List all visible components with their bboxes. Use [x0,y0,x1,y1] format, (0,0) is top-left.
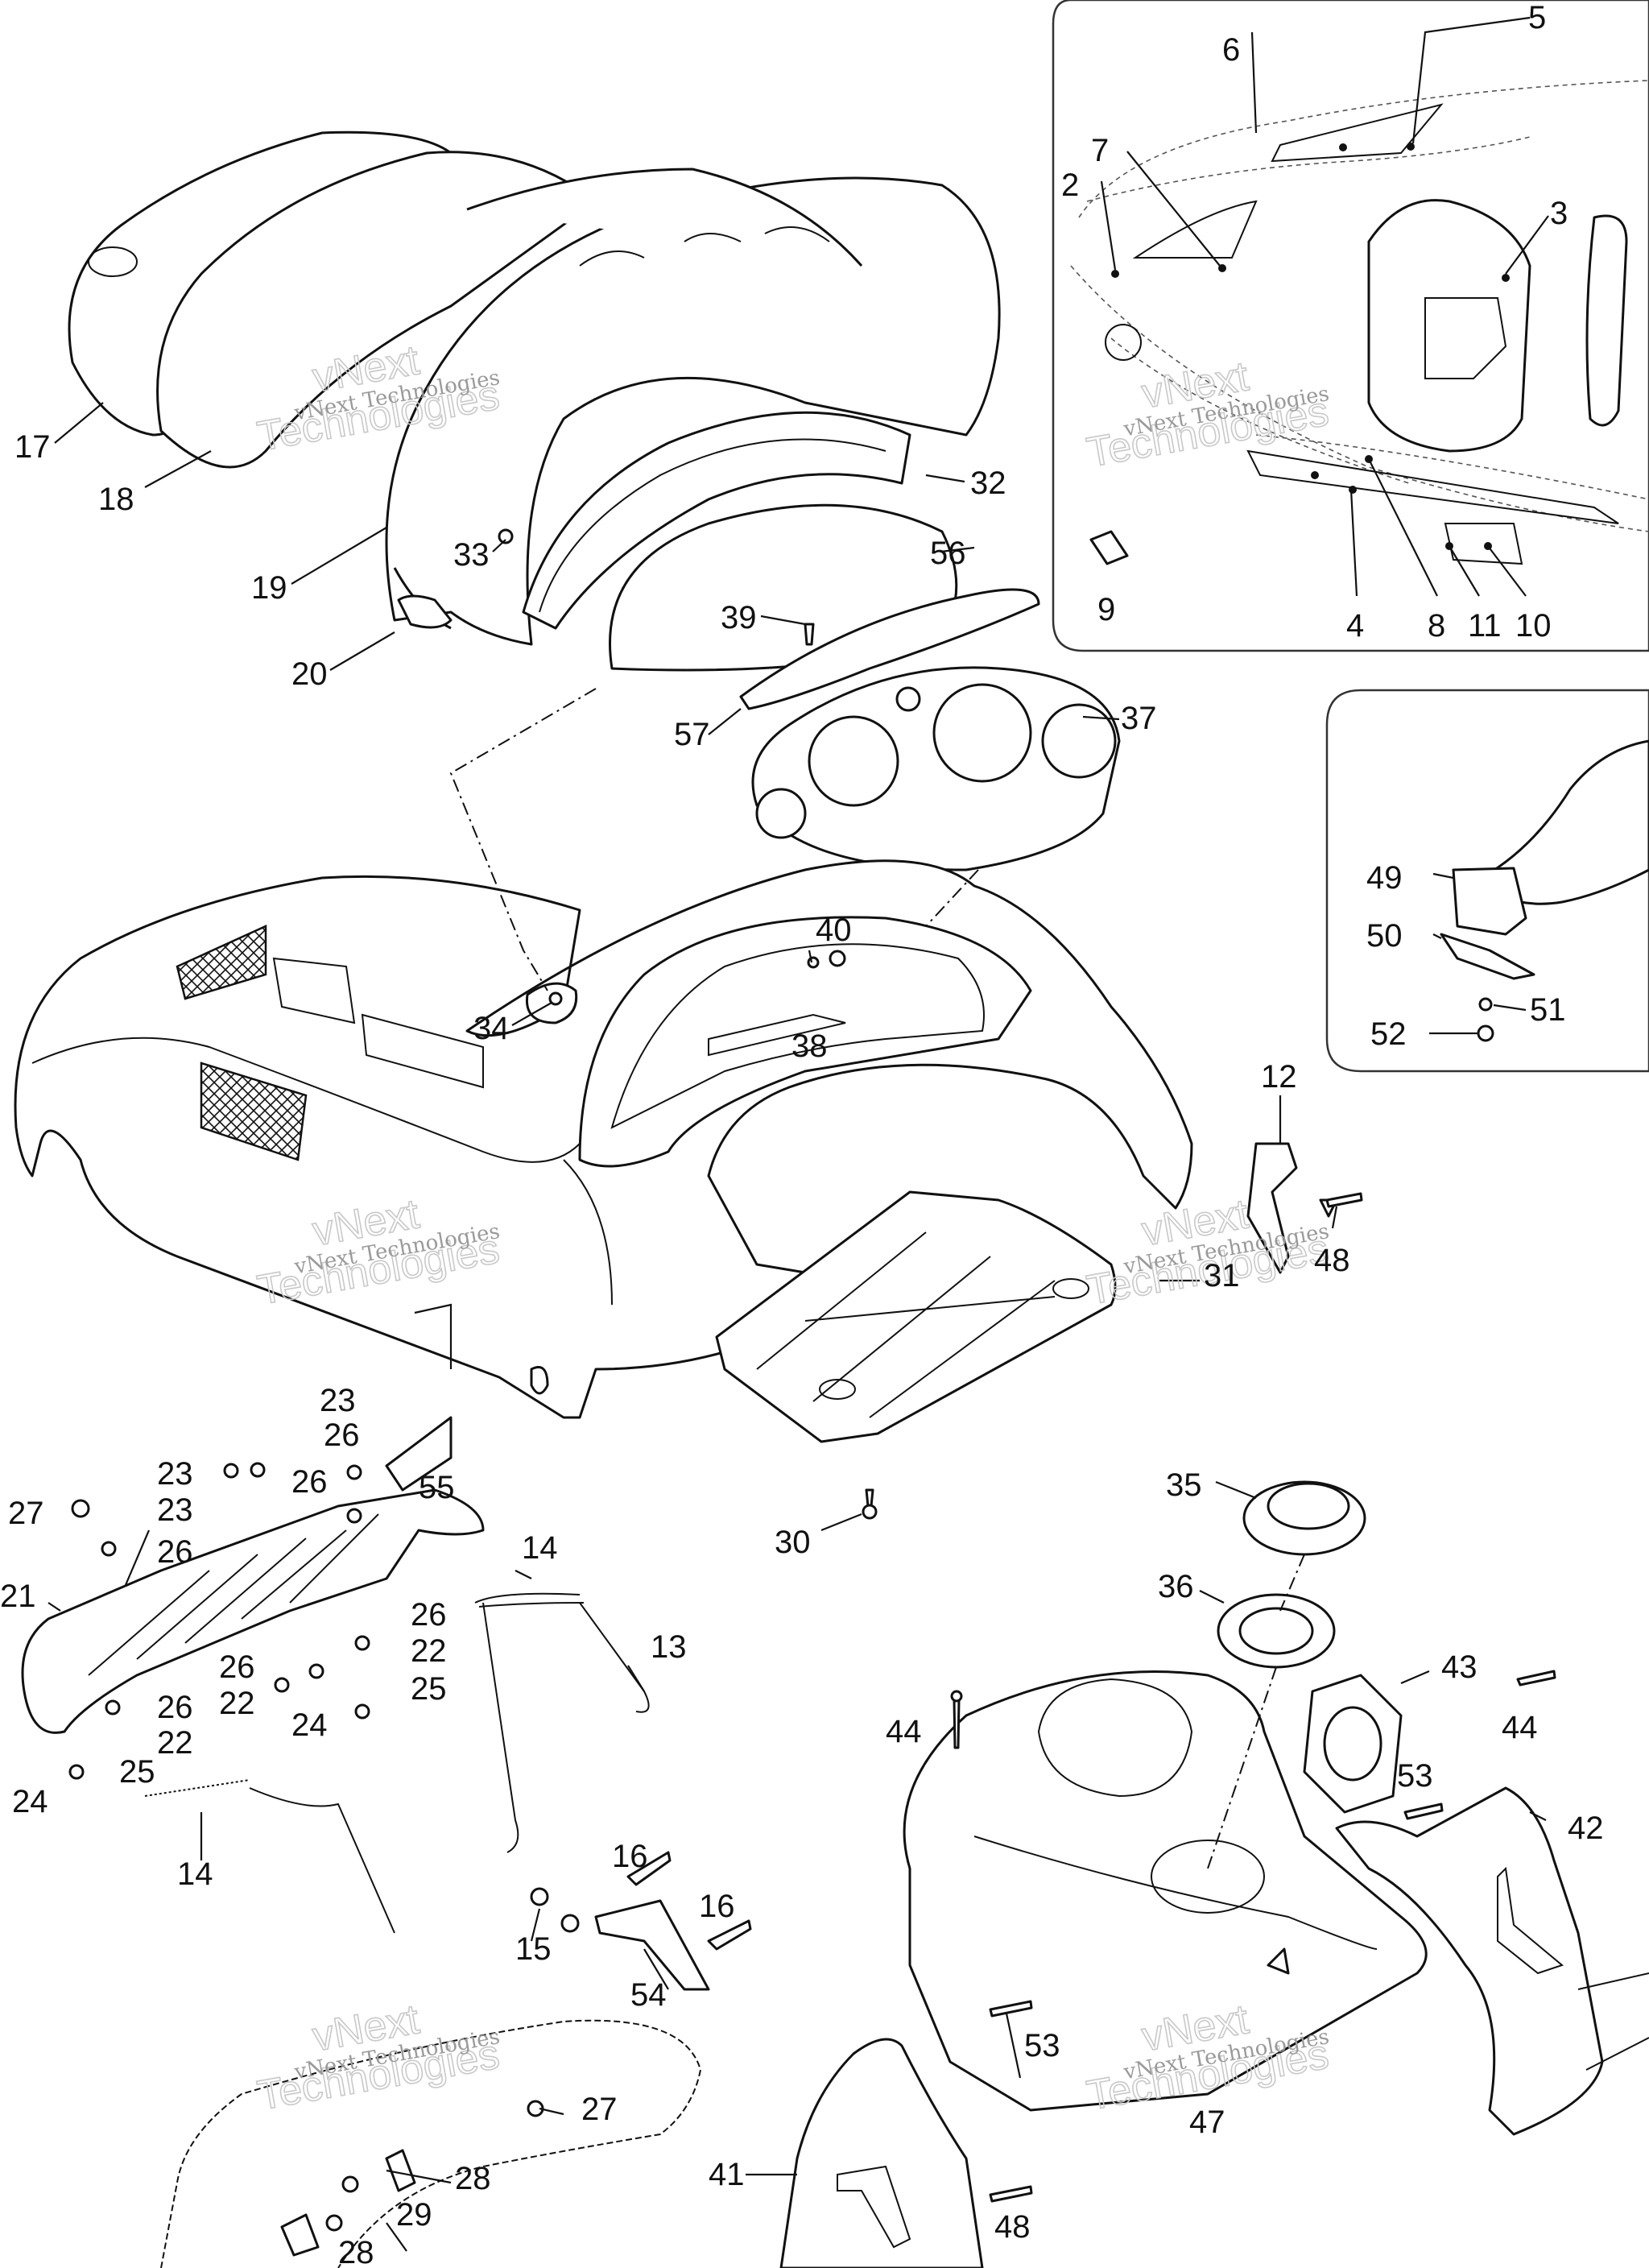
callout-26: 26 [219,1649,255,1685]
callout-13: 13 [651,1629,687,1665]
callout-54: 54 [630,1977,667,2013]
callout-30: 30 [775,1525,811,1560]
callout-48: 48 [994,2209,1031,2245]
callout-8: 8 [1428,608,1445,644]
callout-28: 28 [455,2161,491,2196]
callout-14: 14 [177,1856,213,1892]
callout-35: 35 [1166,1467,1202,1503]
side-panels-group [68,130,1001,646]
callout-26: 26 [291,1464,328,1500]
callout-47: 47 [1189,2105,1225,2140]
springs-cables [144,1592,752,1991]
callout-51: 51 [1530,992,1566,1028]
callout-34: 34 [473,1011,510,1046]
callout-26: 26 [324,1418,360,1453]
callout-25: 25 [411,1671,447,1707]
callout-22: 22 [219,1686,255,1721]
callout-43: 43 [1441,1649,1477,1685]
callout-19: 19 [251,570,287,606]
gauge-housing-group [522,411,1121,871]
callout-28: 28 [338,2235,374,2268]
callout-16: 16 [612,1839,648,1874]
callout-16: 16 [699,1889,735,1924]
callout-32: 32 [970,466,1006,501]
bumper-part [160,2019,702,2268]
callout-36: 36 [1158,1569,1194,1604]
callout-6: 6 [1222,32,1240,68]
callout-56: 56 [930,536,966,571]
callout-18: 18 [98,482,134,517]
callout-53: 53 [1024,2028,1060,2063]
callout-26: 26 [411,1597,447,1633]
callout-39: 39 [721,600,757,635]
callout-2: 2 [1061,168,1079,203]
callout-7: 7 [1091,133,1109,168]
callout-23: 23 [157,1456,193,1492]
callout-37: 37 [1121,701,1157,736]
callout-5: 5 [1528,0,1546,35]
callout-25: 25 [119,1754,155,1790]
callout-52: 52 [1370,1016,1407,1052]
callout-9: 9 [1097,592,1115,627]
callout-17: 17 [14,429,51,465]
callout-15: 15 [515,1931,552,1967]
callout-49: 49 [1366,860,1403,896]
callout-42: 42 [1568,1811,1604,1846]
callout-23: 23 [157,1492,193,1528]
callout-31: 31 [1204,1258,1240,1293]
inset-panel-decals [1052,0,1649,652]
callout-29: 29 [396,2197,432,2233]
callout-21: 21 [0,1579,36,1614]
callout-40: 40 [816,913,852,948]
front-hood-body [14,859,1193,1419]
callout-33: 33 [453,537,490,573]
callout-labels: 17 18 19 20 33 32 56 39 57 37 34 40 38 1… [0,0,1604,2268]
callout-48: 48 [1314,1243,1350,1278]
watermark-5: vNext Technologies vNext Technologies [254,1995,504,2120]
callout-41: 41 [709,2157,745,2192]
callout-38: 38 [791,1028,828,1064]
watermark-4: vNext Technologies vNext Technologies [1083,1190,1333,1314]
callout-22: 22 [157,1725,193,1761]
console-parts [779,1192,1649,2268]
callout-44: 44 [1502,1710,1538,1745]
callout-53: 53 [1397,1758,1433,1794]
callout-22: 22 [411,1633,447,1669]
tray-part [715,1142,1338,1520]
callout-26: 26 [157,1690,193,1725]
callout-23: 23 [320,1383,356,1418]
callout-14: 14 [522,1530,558,1566]
callout-4: 4 [1346,608,1364,644]
callout-24: 24 [12,1784,48,1819]
guide-lines [449,688,1305,1869]
callout-55: 55 [419,1470,455,1505]
brace-part [21,1416,485,1780]
callout-10: 10 [1515,608,1552,644]
callout-12: 12 [1261,1059,1297,1095]
callout-44: 44 [886,1714,922,1749]
callout-27: 27 [8,1496,44,1531]
callout-24: 24 [291,1707,328,1743]
callout-11: 11 [1468,608,1502,644]
callout-57: 57 [674,717,710,752]
callout-26: 26 [157,1534,193,1570]
callout-27: 27 [581,2092,618,2127]
callout-3: 3 [1550,196,1568,231]
callout-50: 50 [1366,918,1403,954]
callout-20: 20 [291,656,328,692]
leader-lines [48,16,1549,2252]
